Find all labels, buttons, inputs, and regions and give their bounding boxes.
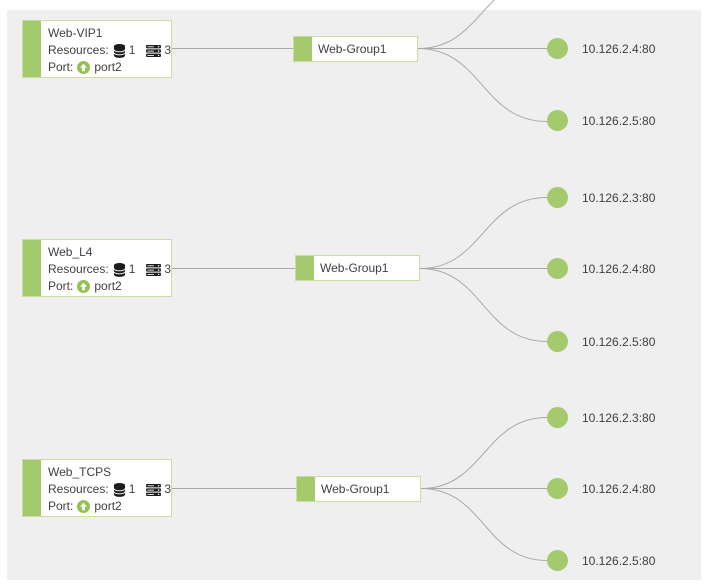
listener-resources-line: Resources: 1: [48, 42, 171, 59]
arrow-up-circle-icon: [77, 280, 91, 293]
member-ip-label: 10.126.2.3:80: [582, 410, 656, 425]
card-accent-bar: [23, 460, 41, 516]
listener-resources-line: Resources: 1: [48, 261, 171, 278]
member-node[interactable]: 10.126.2.5:80: [547, 331, 655, 352]
backend-group-node[interactable]: Web-Group1: [295, 255, 420, 281]
server-count: 3: [164, 262, 172, 276]
member-node[interactable]: 10.126.2.4:80: [547, 478, 655, 499]
database-icon: [113, 43, 126, 58]
member-dot[interactable]: [547, 550, 568, 571]
listener-port-line: Port: port2: [48, 278, 171, 295]
server-count: 3: [164, 482, 172, 496]
listener-port-line: Port: port2: [48, 59, 171, 76]
member-node[interactable]: 10.126.2.5:80: [547, 550, 655, 571]
group-accent-bar: [294, 37, 312, 61]
listener-name: Web_L4: [48, 245, 93, 259]
server-stack-icon: [146, 483, 162, 496]
listener-port-line: Port: port2: [48, 498, 171, 515]
database-icon: [113, 262, 126, 277]
member-ip-label: 10.126.2.5:80: [582, 553, 656, 568]
group-name: Web-Group1: [320, 261, 389, 275]
resources-label: Resources:: [48, 262, 109, 276]
listener-name: Web-VIP1: [48, 26, 103, 40]
listener-card-web-l4[interactable]: Web_L4 Resources: 1: [22, 239, 172, 297]
port-name[interactable]: port2: [94, 279, 122, 293]
member-node[interactable]: 10.126.2.4:80: [547, 258, 655, 279]
member-dot[interactable]: [547, 110, 568, 131]
server-count: 3: [164, 43, 172, 57]
member-ip-label: 10.126.2.4:80: [582, 481, 656, 496]
listener-name: Web_TCPS: [48, 465, 112, 479]
arrow-up-circle-icon: [77, 500, 91, 513]
resources-label: Resources:: [48, 482, 109, 496]
listener-card-web-vip1[interactable]: Web-VIP1 Resources: 1: [22, 20, 172, 78]
member-dot[interactable]: [547, 38, 568, 59]
database-count: 1: [128, 43, 136, 57]
member-ip-label: 10.126.2.4:80: [582, 261, 656, 276]
member-ip-label: 10.126.2.5:80: [582, 334, 656, 349]
member-node[interactable]: 10.126.2.4:80: [547, 38, 655, 59]
group-name: Web-Group1: [318, 42, 387, 56]
server-stack-icon: [146, 263, 162, 276]
member-node[interactable]: 10.126.2.3:80: [547, 407, 655, 428]
group-accent-bar: [296, 256, 314, 280]
card-body: Web_TCPS Resources: 1: [41, 460, 171, 516]
database-count: 1: [128, 262, 136, 276]
member-dot[interactable]: [547, 331, 568, 352]
member-dot[interactable]: [547, 407, 568, 428]
card-accent-bar: [23, 21, 41, 77]
member-ip-label: 10.126.2.3:80: [582, 190, 656, 205]
port-name[interactable]: port2: [94, 60, 122, 74]
member-dot[interactable]: [547, 258, 568, 279]
port-name[interactable]: port2: [94, 499, 122, 513]
card-body: Web_L4 Resources: 1: [41, 240, 171, 296]
server-stack-icon: [146, 44, 162, 57]
member-dot[interactable]: [547, 478, 568, 499]
member-node[interactable]: 10.126.2.5:80: [547, 110, 655, 131]
member-node[interactable]: 10.126.2.3:80: [547, 187, 655, 208]
port-label: Port:: [48, 60, 74, 74]
listener-resources-line: Resources: 1: [48, 481, 171, 498]
listener-card-web-tcps[interactable]: Web_TCPS Resources: 1: [22, 459, 172, 517]
card-accent-bar: [23, 240, 41, 296]
group-accent-bar: [297, 477, 315, 501]
backend-group-node[interactable]: Web-Group1: [296, 476, 421, 502]
port-label: Port:: [48, 499, 74, 513]
backend-group-node[interactable]: Web-Group1: [293, 36, 418, 62]
member-dot[interactable]: [547, 187, 568, 208]
member-ip-label: 10.126.2.5:80: [582, 113, 656, 128]
database-count: 1: [128, 482, 136, 496]
group-name: Web-Group1: [321, 482, 390, 496]
card-body: Web-VIP1 Resources: 1: [41, 21, 171, 77]
database-icon: [113, 482, 126, 497]
member-ip-label: 10.126.2.4:80: [582, 41, 656, 56]
resources-label: Resources:: [48, 43, 109, 57]
arrow-up-circle-icon: [77, 61, 91, 74]
port-label: Port:: [48, 279, 74, 293]
